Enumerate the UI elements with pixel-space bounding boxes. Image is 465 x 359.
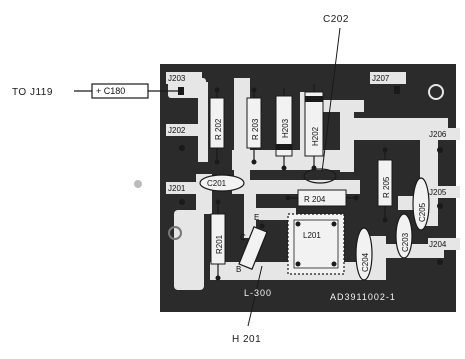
pin-b-label: B [236,265,241,274]
hole-marker-icon [168,226,182,240]
jumper-j207: J207 [372,74,390,83]
c202-callout-label: C202 [323,14,349,25]
c202-capacitor [303,168,337,184]
inductor-l201: L201 [287,213,345,275]
solder-points [214,87,388,281]
c205-label: C205 [418,202,427,222]
r201-label: R201 [215,234,224,254]
h201-callout-label: H 201 [232,334,261,345]
capacitors: C201 C203 C204 C205 [199,168,430,281]
jumper-j204: J204 [429,240,447,249]
transistor-h201: E C B [236,213,268,274]
diodes: H203 H202 [275,84,324,168]
r204-label: R 204 [304,195,326,204]
jumpers: J203 J202 J201 J207 J206 J205 J204 [166,72,460,250]
c202-leader-line [321,27,341,173]
copper-traces [168,78,448,290]
l201-label: L201 [303,231,321,240]
jumper-j205: J205 [429,188,447,197]
c204-label: C204 [361,252,370,272]
board-part-number: AD3911002-1 [330,292,396,302]
board-code: L-300 [244,288,272,298]
c203-label: C203 [401,232,410,252]
h203-label: H203 [281,118,290,138]
c180-label: + C180 [96,86,125,96]
r203-label: R 203 [251,118,260,140]
jumper-j206: J206 [429,130,447,139]
resistors: R 202 R 203 R 205 R201 R 204 [209,88,393,278]
to-j119-label: TO J119 [12,87,53,98]
r202-label: R 202 [214,118,223,140]
jumper-j201: J201 [168,184,186,193]
jumper-j202: J202 [168,126,186,135]
r205-label: R 205 [382,176,391,198]
h202-label: H202 [311,126,320,146]
mounting-hole-icon [428,84,444,100]
h201-leader-line [247,265,263,327]
pin-c-label: C [240,233,246,242]
c201-label: C201 [207,179,227,188]
hole-marker-icon [134,180,142,188]
jumper-pads [178,86,443,265]
jumper-j203: J203 [168,74,186,83]
pin-e-label: E [254,213,259,222]
